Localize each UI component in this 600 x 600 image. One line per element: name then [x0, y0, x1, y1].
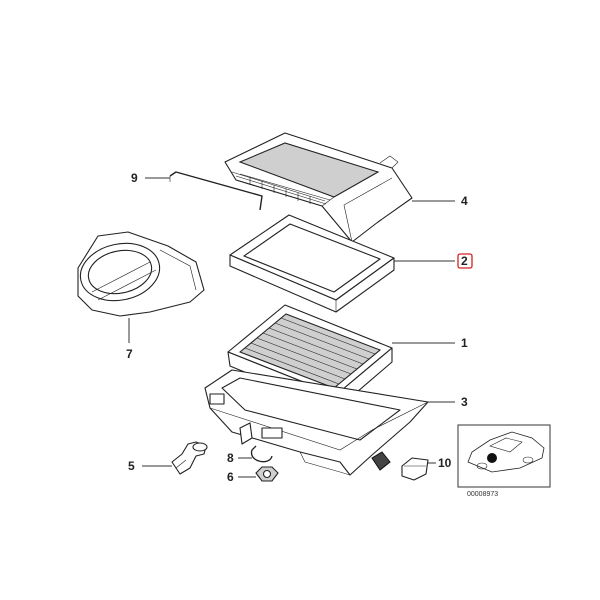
- car-outline-icon: [467, 431, 545, 473]
- callout-labels: 9 4 2 1 3 7 5 8 6 10: [126, 171, 473, 484]
- callout-2[interactable]: 2: [461, 254, 468, 268]
- callout-9[interactable]: 9: [131, 171, 138, 185]
- leader-lines: [128, 177, 455, 478]
- reference-number: 00008973: [467, 491, 498, 498]
- part-2-filter-frame[interactable]: [229, 214, 395, 313]
- part-3-lower-housing[interactable]: [204, 369, 429, 476]
- part-10-grommet[interactable]: [401, 457, 429, 481]
- callout-10[interactable]: 10: [438, 456, 452, 470]
- location-marker-icon: [487, 453, 497, 463]
- part-8-clamp[interactable]: [250, 445, 273, 463]
- callout-6[interactable]: 6: [227, 470, 234, 484]
- callout-5[interactable]: 5: [128, 459, 135, 473]
- callout-2-highlight-box: [457, 253, 473, 269]
- callout-3[interactable]: 3: [461, 395, 468, 409]
- part-9-clip[interactable]: [169, 171, 263, 211]
- vehicle-inset: 00008973: [457, 424, 551, 498]
- part-4-upper-cover[interactable]: [224, 132, 413, 243]
- callout-8[interactable]: 8: [227, 451, 234, 465]
- callout-1[interactable]: 1: [461, 336, 468, 350]
- inset-frame: [457, 424, 551, 488]
- part-6-nut[interactable]: [255, 466, 279, 482]
- part-5-elbow-hose[interactable]: [171, 441, 208, 475]
- callout-4[interactable]: 4: [461, 194, 468, 208]
- callout-7[interactable]: 7: [126, 347, 133, 361]
- part-7-intake-duct[interactable]: [75, 231, 205, 317]
